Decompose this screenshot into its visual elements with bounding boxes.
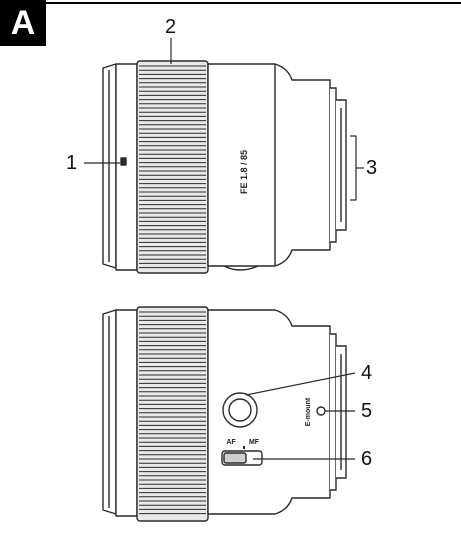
switch-af-label: AF	[226, 439, 236, 446]
lens-model-text: FE 1.8 / 85	[239, 150, 249, 194]
switch-mf-label: MF	[249, 439, 260, 446]
callout-4: 4	[361, 362, 373, 384]
lens-side-view-top	[102, 60, 347, 274]
callout-6: 6	[361, 448, 373, 470]
callout-2: 2	[165, 16, 177, 38]
lens-side-view-bottom	[102, 306, 347, 522]
header-rule	[46, 2, 461, 4]
mount-text: E-mount	[305, 397, 312, 426]
callout-1: 1	[66, 152, 78, 174]
index-mark	[120, 157, 127, 166]
callout-3: 3	[366, 157, 378, 179]
section-label: A	[0, 0, 46, 46]
callout-5: 5	[361, 400, 373, 422]
focus-ring-ribs	[139, 65, 206, 269]
leader-lines	[84, 38, 364, 460]
focus-ring-ribs	[139, 311, 206, 515]
mounting-index	[316, 406, 326, 416]
